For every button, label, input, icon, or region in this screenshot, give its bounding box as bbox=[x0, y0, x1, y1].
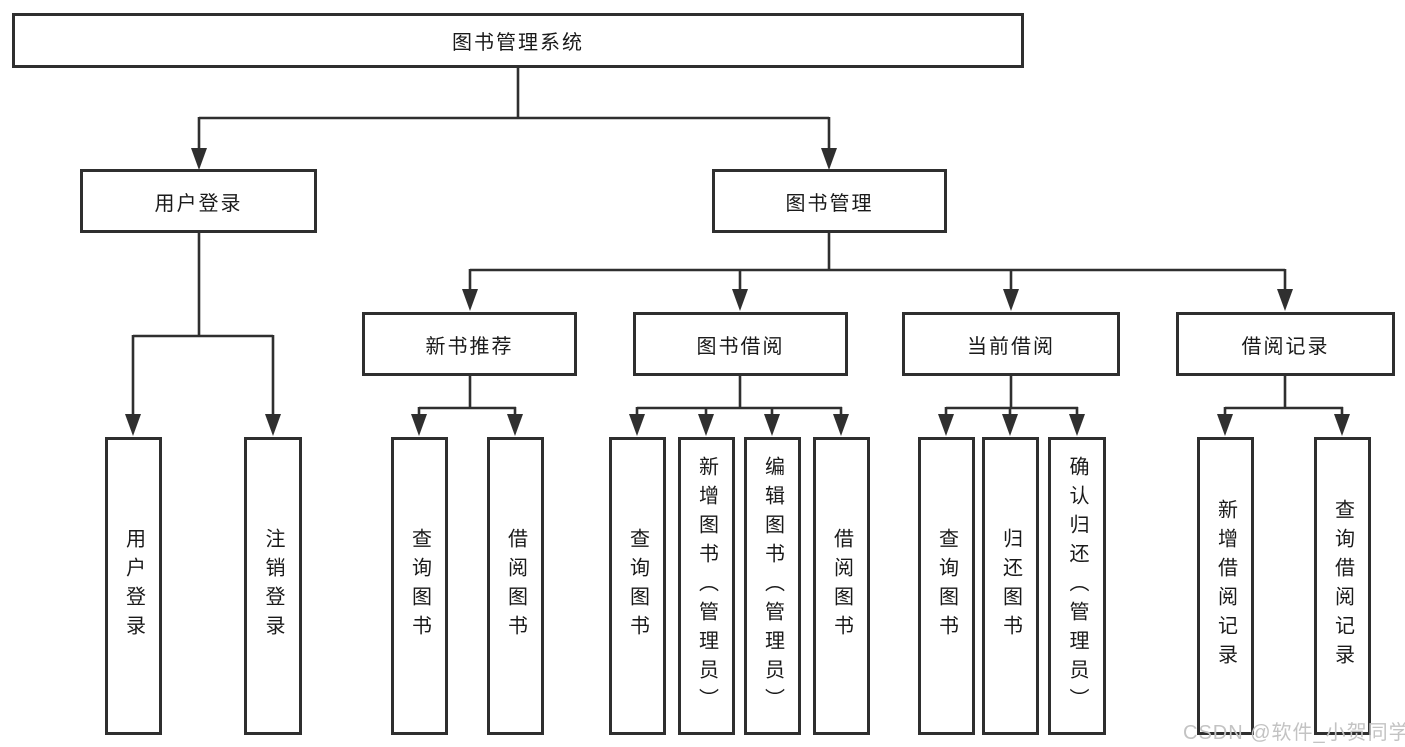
leaf-borrow-book-borrow: 借阅图书 bbox=[813, 437, 870, 735]
leaf-add-borrow-record: 新增借阅记录 bbox=[1197, 437, 1254, 735]
leaf-add-book-label: 新增图书（管理员） bbox=[695, 455, 718, 717]
leaf-edit-book-label: 编辑图书（管理员） bbox=[761, 455, 784, 717]
node-book-management: 图书管理 bbox=[712, 169, 947, 233]
leaf-confirm-return-label: 确认归还（管理员） bbox=[1066, 455, 1088, 717]
leaf-user-login: 用户登录 bbox=[105, 437, 162, 735]
leaf-add-book: 新增图书（管理员） bbox=[678, 437, 735, 735]
node-current-borrow: 当前借阅 bbox=[902, 312, 1120, 376]
leaf-query-borrow-record: 查询借阅记录 bbox=[1314, 437, 1371, 735]
node-root: 图书管理系统 bbox=[12, 13, 1024, 68]
csdn-watermark: CSDN @软件_小贺同学 bbox=[1183, 722, 1405, 744]
leaf-edit-book: 编辑图书（管理员） bbox=[744, 437, 801, 735]
leaf-query-book-recommend: 查询图书 bbox=[391, 437, 448, 735]
leaf-query-borrow-record-label: 查询借阅记录 bbox=[1331, 499, 1354, 673]
leaf-query-book-current: 查询图书 bbox=[918, 437, 975, 735]
leaf-confirm-return: 确认归还（管理员） bbox=[1048, 437, 1106, 735]
leaf-borrow-book-recommend-label: 借阅图书 bbox=[504, 528, 527, 644]
leaf-query-book-current-label: 查询图书 bbox=[935, 528, 958, 644]
leaf-borrow-book-recommend: 借阅图书 bbox=[487, 437, 544, 735]
leaf-user-login-label: 用户登录 bbox=[122, 528, 145, 644]
node-user-login: 用户登录 bbox=[80, 169, 317, 233]
leaf-borrow-book-borrow-label: 借阅图书 bbox=[830, 528, 853, 644]
leaf-logout: 注销登录 bbox=[244, 437, 302, 735]
leaf-query-book-borrow-label: 查询图书 bbox=[626, 528, 649, 644]
node-book-borrow: 图书借阅 bbox=[633, 312, 848, 376]
leaf-query-book-recommend-label: 查询图书 bbox=[408, 528, 431, 644]
node-borrow-records: 借阅记录 bbox=[1176, 312, 1395, 376]
leaf-query-book-borrow: 查询图书 bbox=[609, 437, 666, 735]
leaf-return-book: 归还图书 bbox=[982, 437, 1039, 735]
leaf-logout-label: 注销登录 bbox=[262, 528, 284, 644]
leaf-return-book-label: 归还图书 bbox=[999, 528, 1022, 644]
leaf-add-borrow-record-label: 新增借阅记录 bbox=[1214, 499, 1237, 673]
node-new-book-recommend: 新书推荐 bbox=[362, 312, 577, 376]
